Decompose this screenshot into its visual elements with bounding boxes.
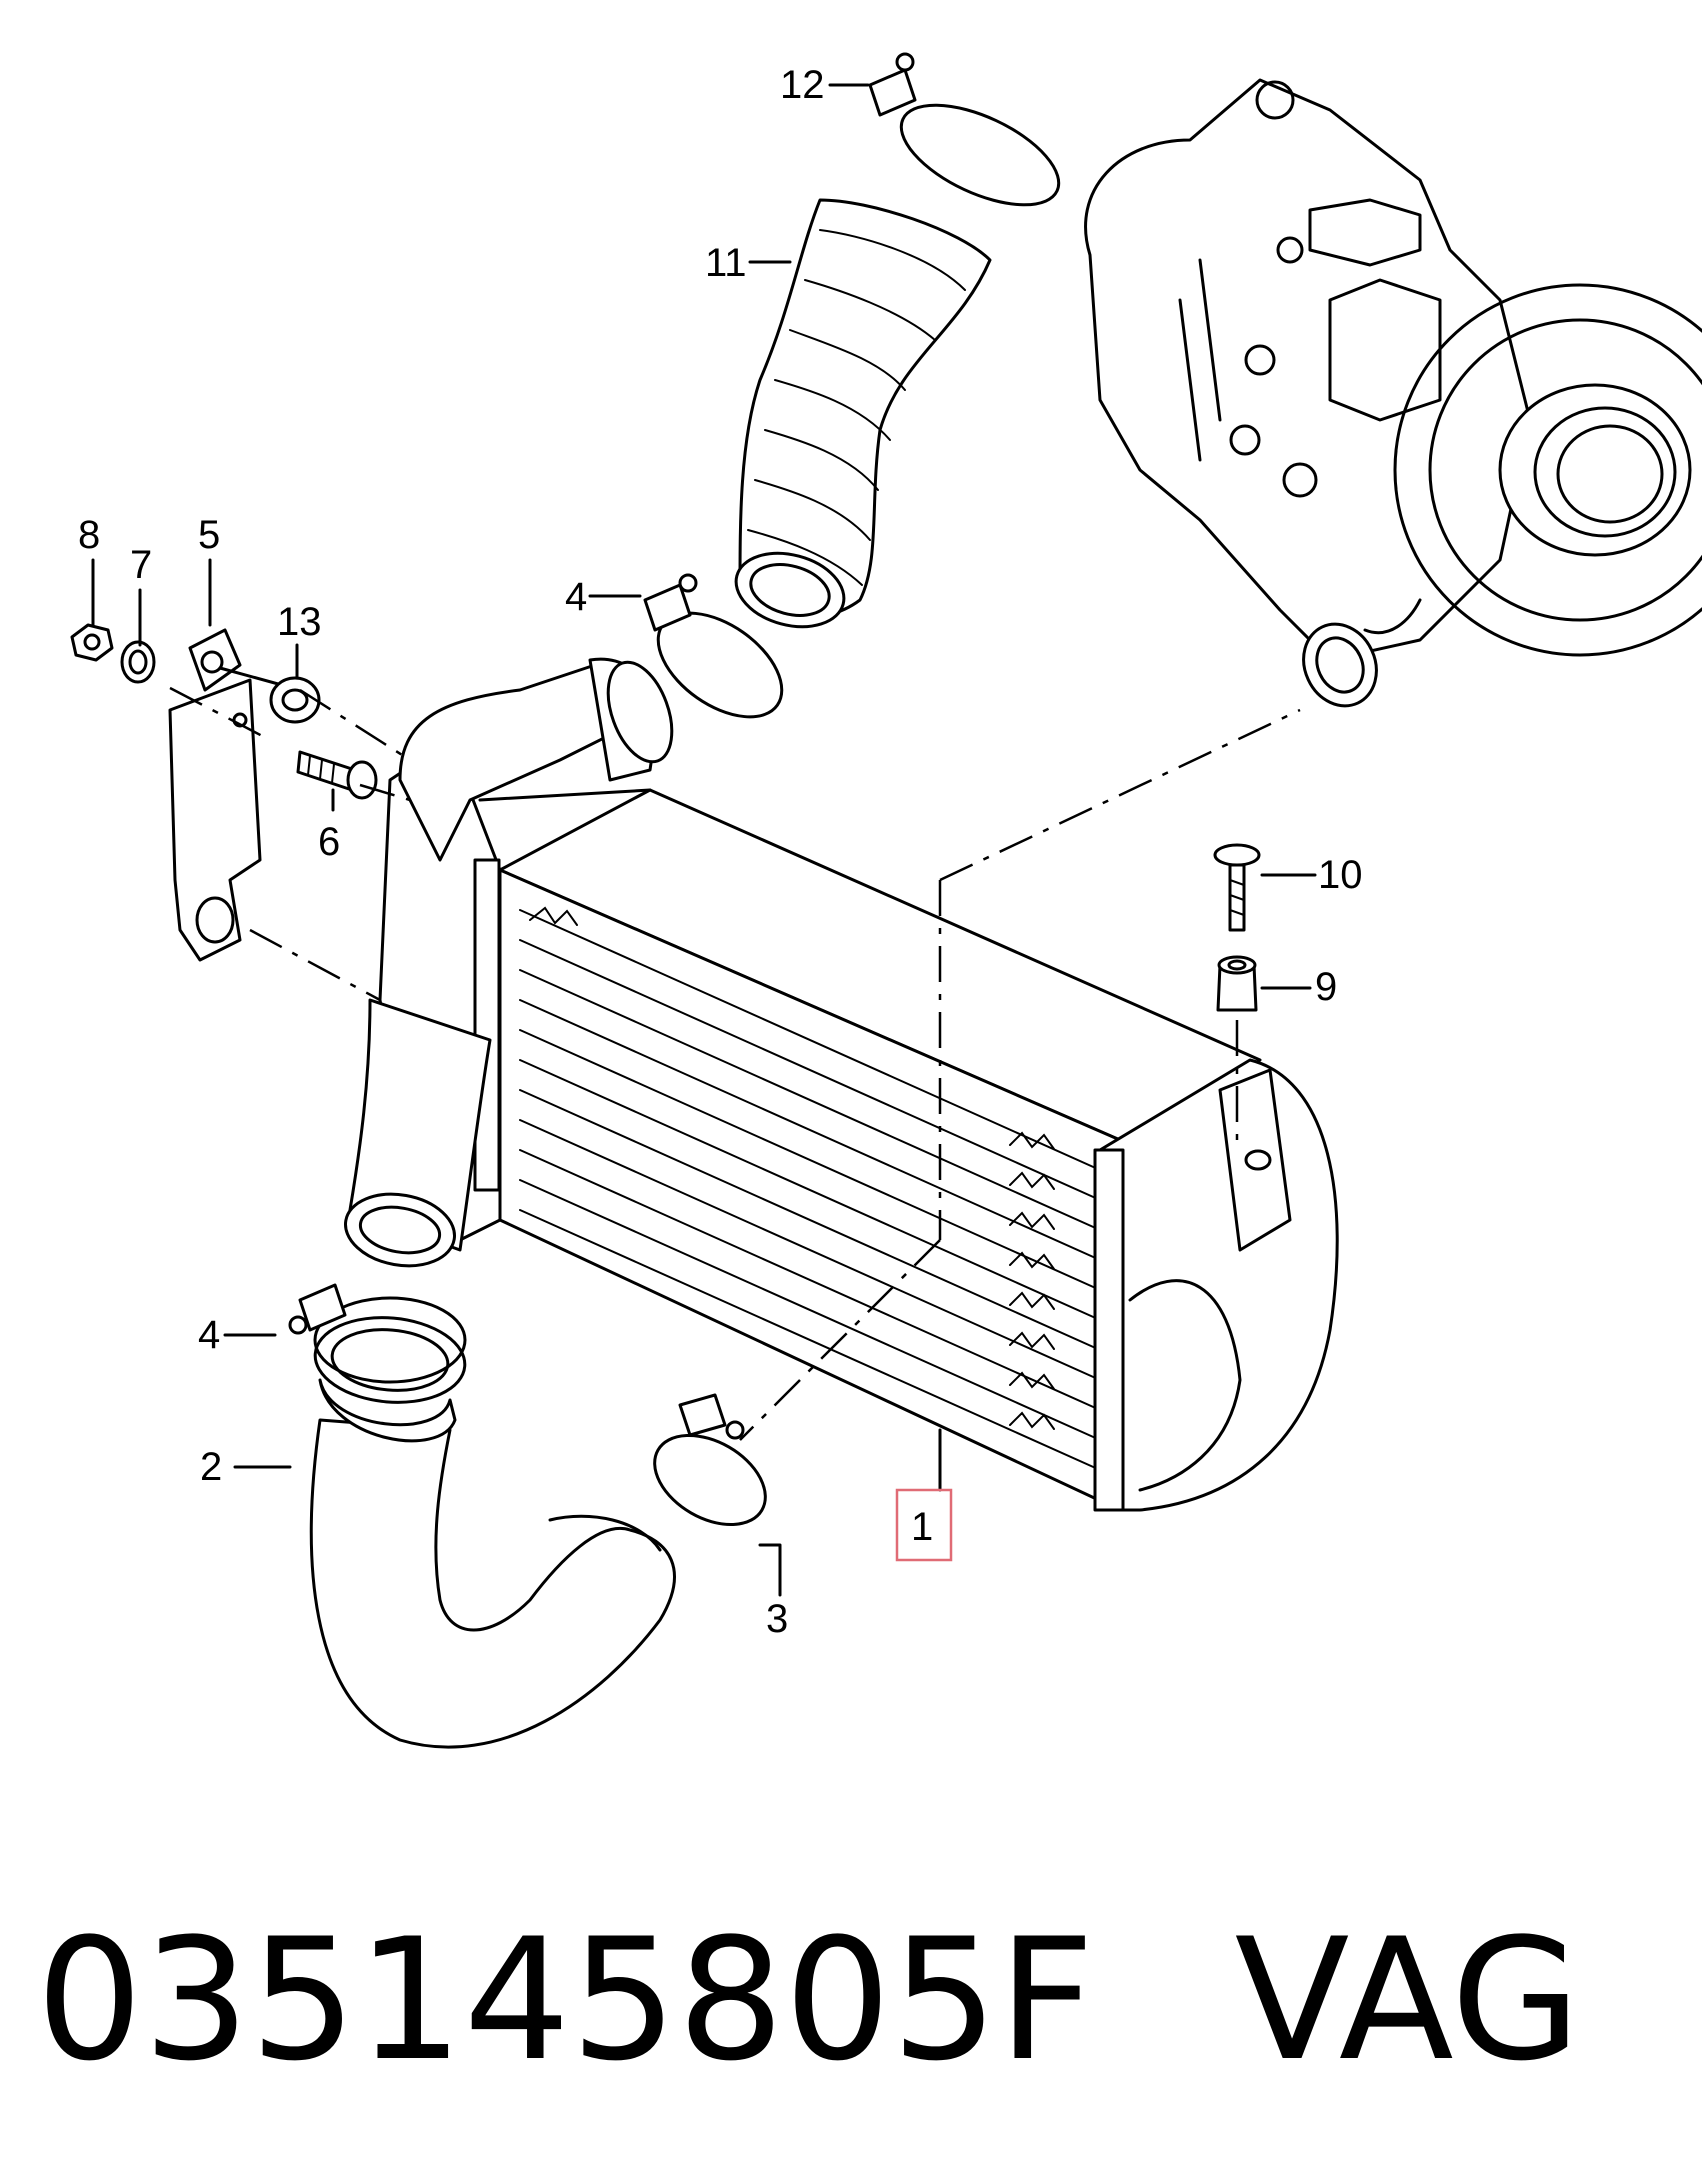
part-label-8: 8: [78, 513, 100, 557]
highlight-box: [895, 1488, 953, 1562]
part-number: 035145805F: [36, 1902, 1095, 2098]
hardware: [70, 623, 1261, 1012]
part-label-11: 11: [705, 241, 747, 285]
part-label-4-upper: 4: [565, 575, 587, 619]
hose-lower: [309, 1316, 676, 1749]
assembly-lines: [169, 686, 1301, 1441]
part-label-5: 5: [198, 513, 220, 557]
hose-clamps: [288, 52, 1061, 1527]
part-label-6: 6: [318, 820, 340, 864]
part-label-2: 2: [200, 1445, 222, 1489]
part-labels: 12 11 8 7 5 13 6 4 10 9 4 2 3 1: [78, 63, 1363, 1641]
hose-upper: [734, 198, 992, 629]
part-label-7: 7: [130, 543, 152, 587]
turbocharger: [1084, 78, 1702, 708]
part-label-3: 3: [766, 1597, 788, 1641]
part-label-9: 9: [1315, 965, 1337, 1009]
exploded-view-drawing: 12 11 8 7 5 13 6 4 10 9 4 2 3 1: [70, 52, 1702, 1749]
part-label-1: 1: [911, 1505, 933, 1549]
mounting-bracket: [168, 678, 262, 962]
part-label-13: 13: [277, 600, 322, 644]
part-label-4-lower: 4: [198, 1313, 220, 1357]
intercooler: [343, 657, 1339, 1512]
part-label-10: 10: [1318, 853, 1363, 897]
part-label-12: 12: [780, 63, 825, 107]
parts-diagram: 12 11 8 7 5 13 6 4 10 9 4 2 3 1: [70, 52, 1702, 1749]
brand-name: VAG: [1234, 1902, 1581, 2098]
caption: 035145805F VAG: [36, 1900, 1676, 2100]
leader-lines: [91, 83, 1317, 1597]
